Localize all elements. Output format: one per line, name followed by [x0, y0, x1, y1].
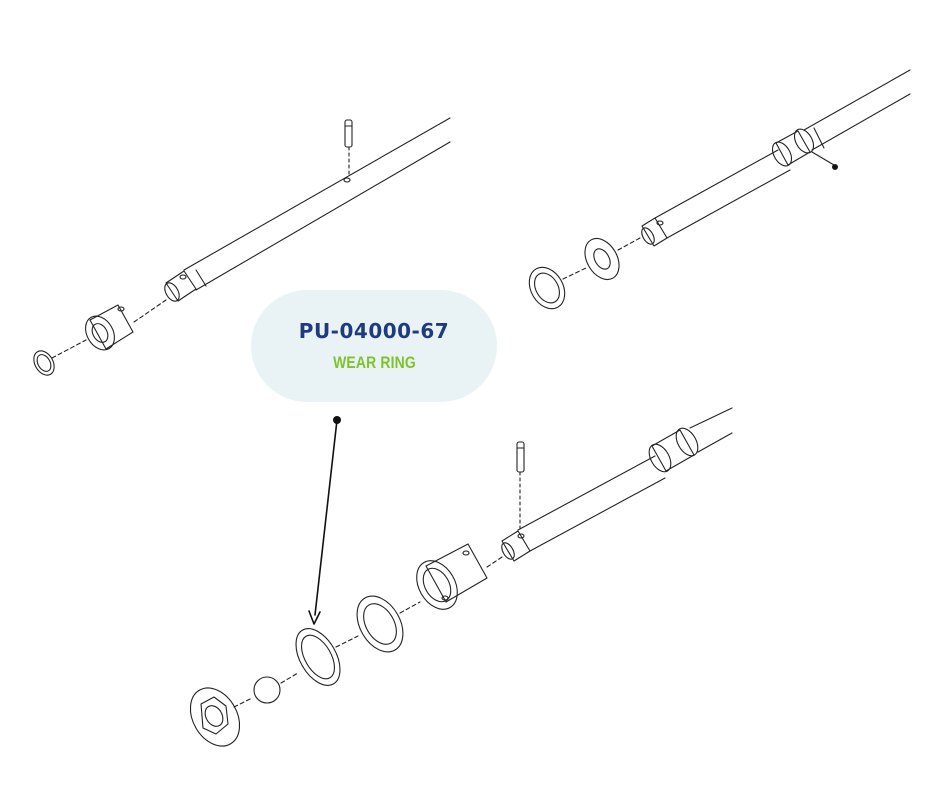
shaft-top-left: [164, 117, 451, 302]
part-name: WEAR RING: [332, 353, 416, 372]
top-right-assembly: [528, 69, 911, 310]
shaft-bottom: [501, 407, 733, 562]
callout-leader: [308, 416, 341, 625]
coupling-top-left: [85, 299, 167, 351]
top-left-assembly: [33, 117, 451, 376]
washer-top-right: [584, 237, 641, 281]
hex-nut: [189, 687, 253, 747]
pin-top-left: [344, 119, 353, 177]
part-callout: PU-04000-67 WEAR RING: [251, 290, 497, 402]
coupling-bottom: [416, 543, 503, 610]
shaft-top-right: [641, 69, 911, 247]
o-ring-top-left: [33, 339, 87, 376]
bushing-bottom: [356, 595, 421, 653]
part-number: PU-04000-67: [298, 319, 450, 343]
bottom-assembly: [189, 407, 733, 747]
ball: [253, 672, 299, 704]
bushing-top-right: [528, 266, 587, 310]
pin-bottom: [516, 441, 525, 529]
wear-ring: [295, 628, 359, 686]
